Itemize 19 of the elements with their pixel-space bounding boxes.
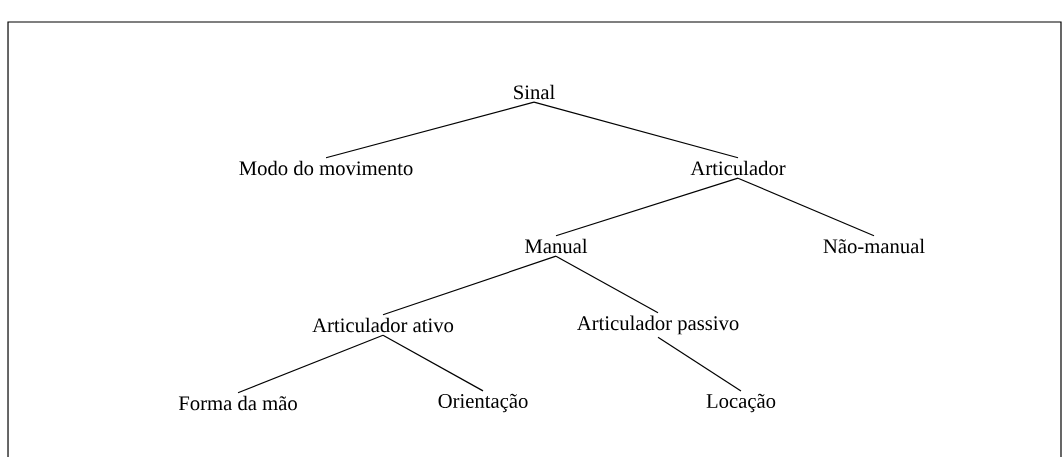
node-label: Manual <box>525 238 588 254</box>
node-label: Articulador ativo <box>312 317 454 333</box>
tree-line <box>533 101 739 159</box>
node-label: Articulador <box>690 160 786 176</box>
node-label: Modo do movimento <box>239 160 413 176</box>
tree-line <box>657 336 742 392</box>
node-label: Orientação <box>438 393 528 413</box>
tree-line <box>555 177 739 237</box>
tree-line <box>555 255 659 314</box>
tree-line <box>737 177 875 237</box>
tree-line <box>382 255 557 316</box>
tree-line <box>382 334 484 392</box>
node-label: Articulador passivo <box>577 315 739 335</box>
tree-line <box>237 334 384 394</box>
tree-line <box>325 101 535 159</box>
node-label: Locação <box>706 393 776 413</box>
node-label: Não-manual <box>823 238 925 254</box>
node-label: Sinal <box>514 84 555 100</box>
node-label: Forma da mão <box>178 395 297 411</box>
